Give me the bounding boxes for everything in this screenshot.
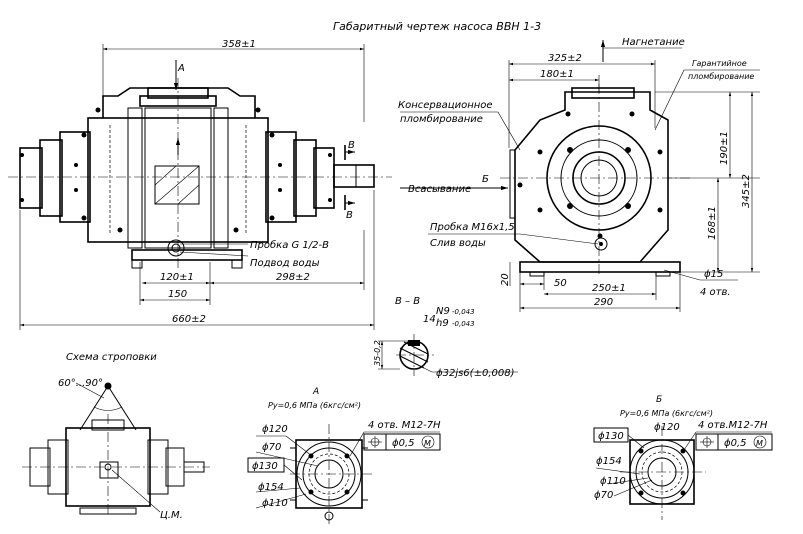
flange-b-phi70: ϕ70 [594, 490, 613, 501]
flange-a-phi154: ϕ154 [258, 482, 284, 493]
flange-b-phi120: ϕ120 [654, 422, 680, 433]
flange-a-phi120: ϕ120 [262, 424, 288, 435]
dim-120: 120±1 [160, 272, 194, 283]
sling-scheme: Схема строповки 60°...90° Ц.М. [22, 352, 210, 521]
side-bolts [517, 111, 663, 239]
section-bb-label: В – В [395, 296, 420, 307]
view-a-label: А [177, 63, 185, 74]
plug-label: Пробка G 1/2-B [250, 239, 329, 251]
dim-358: 358±1 [222, 39, 256, 50]
warranty-label-1: Гарантийное [692, 59, 747, 68]
plug-m16-label: Пробка М16х1,5 [430, 221, 515, 233]
dim-325: 325±2 [548, 53, 582, 64]
drain-label: Слив воды [430, 238, 486, 249]
flange-a-phi70: ϕ70 [262, 442, 281, 453]
dim-298: 298±2 [276, 272, 310, 283]
flange-b-title: Б [656, 395, 662, 405]
key-n9: N9 [436, 306, 450, 317]
cm-label: Ц.М. [160, 510, 183, 521]
dim-20: 20 [500, 273, 511, 286]
flange-b-phi154: ϕ154 [596, 456, 622, 467]
dim-35: 35-0,2 [373, 340, 382, 366]
flange-a-phi130: ϕ130 [252, 461, 278, 472]
drawing-title: Габаритный чертеж насоса ВВН 1-3 [333, 20, 541, 33]
dim-168: 168±1 [707, 206, 718, 240]
flange-a-holes: 4 отв. М12-7Н [368, 420, 441, 431]
dim-290: 290 [594, 297, 613, 308]
dim-150: 150 [168, 289, 187, 300]
conservation-label-2: пломбирование [400, 113, 483, 125]
dim-660: 660±2 [172, 314, 206, 325]
flange-a-m: M [424, 439, 431, 448]
suction-label: Всасывание [408, 184, 471, 195]
flange-b-phi110: ϕ110 [600, 476, 626, 487]
key-n9-tol: -0,043 [452, 308, 475, 316]
conservation-label-1: Консервационное [398, 100, 493, 111]
flange-a-tol: ϕ0,5 [392, 438, 415, 449]
discharge-label: Нагнетание [622, 37, 685, 48]
flange-a: А Pу=0,6 МПа (6кгс/см²) ϕ120 ϕ70 ϕ130 ϕ1… [247, 387, 441, 524]
flange-b-phi130: ϕ130 [598, 431, 624, 442]
flange-a-phi110: ϕ110 [262, 498, 288, 509]
dim-180: 180±1 [540, 69, 574, 80]
flange-b: Б Pу=0,6 МПа (6кгс/см²) ϕ130 ϕ120 ϕ154 ϕ… [593, 395, 773, 520]
section-b-bottom: В [346, 210, 353, 221]
key-h9: h9 [436, 318, 449, 329]
flange-b-pressure: Pу=0,6 МПа (6кгс/см²) [620, 409, 713, 418]
bolt-heads [20, 107, 332, 233]
dim-190: 190±1 [719, 131, 730, 165]
key-h9-tol: -0,043 [452, 320, 475, 328]
flange-b-m: M [756, 439, 763, 448]
flange-b-holes: 4 отв.М12-7Н [698, 420, 768, 431]
key-14: 14 [423, 314, 436, 325]
dim-345: 345±2 [741, 174, 752, 208]
dim-50: 50 [554, 278, 567, 289]
section-b-top: В [348, 140, 355, 151]
shaft-dim: ϕ32js6(±0,008) [436, 368, 514, 379]
flange-a-pressure: Pу=0,6 МПа (6кгс/см²) [268, 401, 361, 410]
warranty-label-2: пломбирование [688, 72, 754, 81]
flange-b-tol: ϕ0,5 [724, 438, 747, 449]
sling-angle: 60°...90° [58, 378, 103, 389]
flange-a-title: А [312, 387, 319, 397]
view-b-label: Б [482, 174, 489, 185]
section-bb: В – В 14 N9 -0,043 h9 -0,043 35-0,2 ϕ32j… [373, 296, 518, 379]
holes-4-label: 4 отв. [700, 287, 731, 298]
sling-title: Схема строповки [66, 352, 157, 363]
dim-250: 250±1 [592, 283, 626, 294]
water-supply-label: Подвод воды [250, 258, 320, 269]
front-view: 358±1 А [8, 39, 392, 330]
side-view: 325±2 180±1 Нагнетание [398, 37, 760, 312]
dim-phi15: ϕ15 [704, 269, 723, 280]
